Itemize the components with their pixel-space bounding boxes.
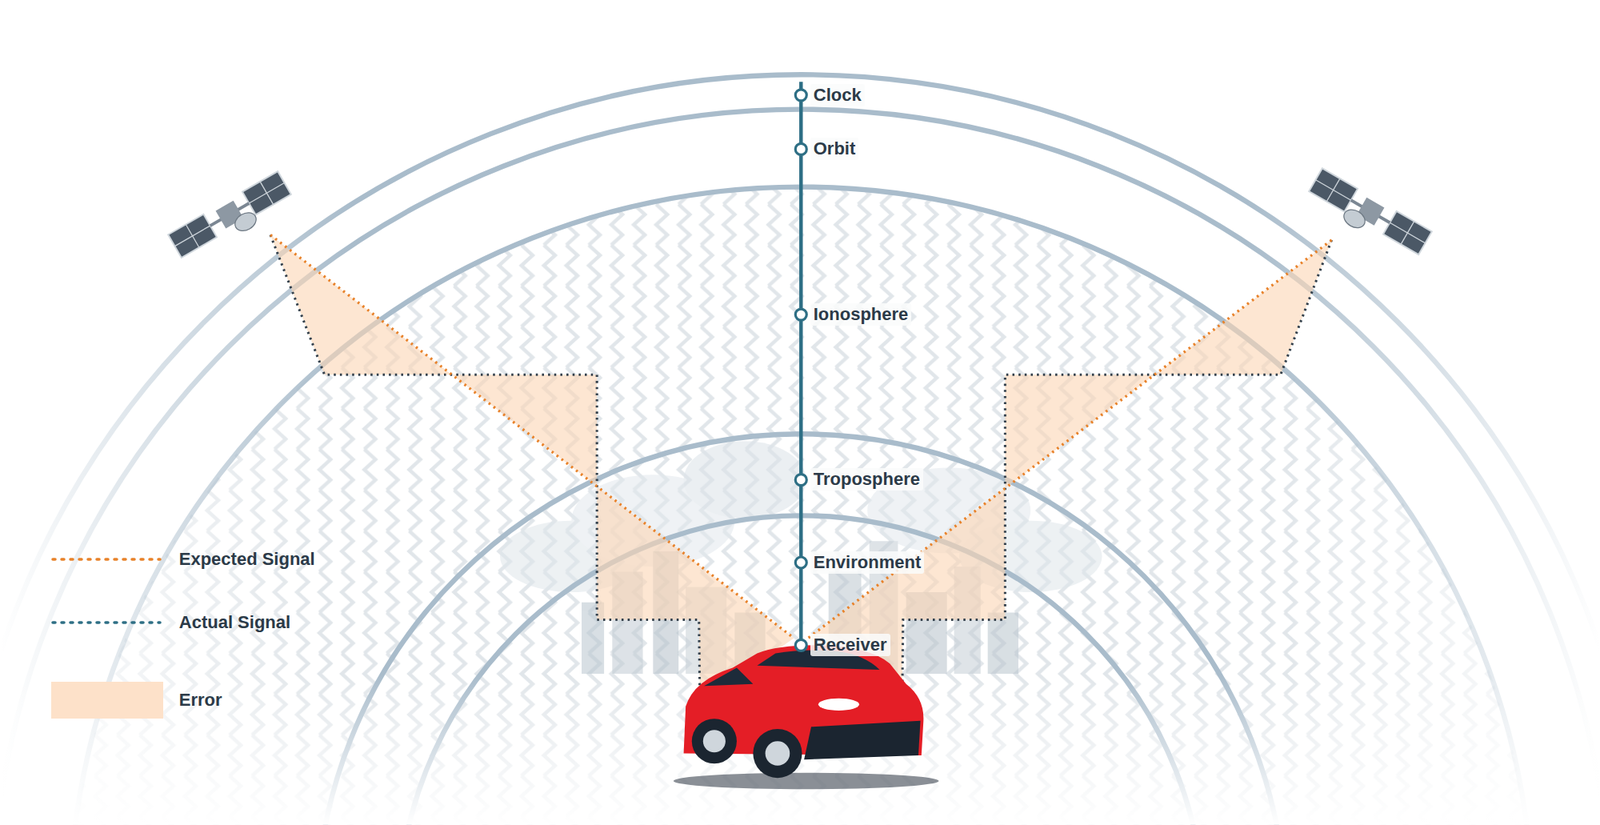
atmosphere-arcs bbox=[0, 74, 1600, 825]
layer-label: Receiver bbox=[810, 633, 891, 656]
legend-entry: Expected Signal bbox=[51, 540, 316, 578]
layer-label: Troposphere bbox=[810, 468, 924, 491]
layer-marker bbox=[795, 639, 807, 651]
legend-line-sample bbox=[51, 540, 164, 578]
satellite bbox=[168, 171, 296, 266]
layer-marker bbox=[795, 308, 807, 320]
layer-label: Orbit bbox=[810, 137, 860, 160]
legend-text: Error bbox=[179, 689, 223, 711]
satellite bbox=[1304, 168, 1432, 263]
layer-label: Clock bbox=[810, 84, 865, 107]
layer-marker bbox=[795, 556, 807, 568]
layer-marker bbox=[795, 474, 807, 486]
car bbox=[673, 644, 940, 789]
legend-line-sample bbox=[51, 604, 164, 641]
legend-text: Actual Signal bbox=[179, 612, 291, 633]
legend-entry: Actual Signal bbox=[51, 604, 291, 641]
layer-label: Environment bbox=[810, 551, 924, 574]
actual-signal bbox=[270, 235, 1332, 736]
layer-marker bbox=[795, 89, 807, 101]
layer-marker bbox=[795, 143, 807, 155]
layer-label: Ionosphere bbox=[810, 303, 912, 326]
legend-entry: Error bbox=[51, 681, 223, 719]
legend-swatch bbox=[51, 681, 164, 719]
legend-text: Expected Signal bbox=[179, 548, 316, 570]
